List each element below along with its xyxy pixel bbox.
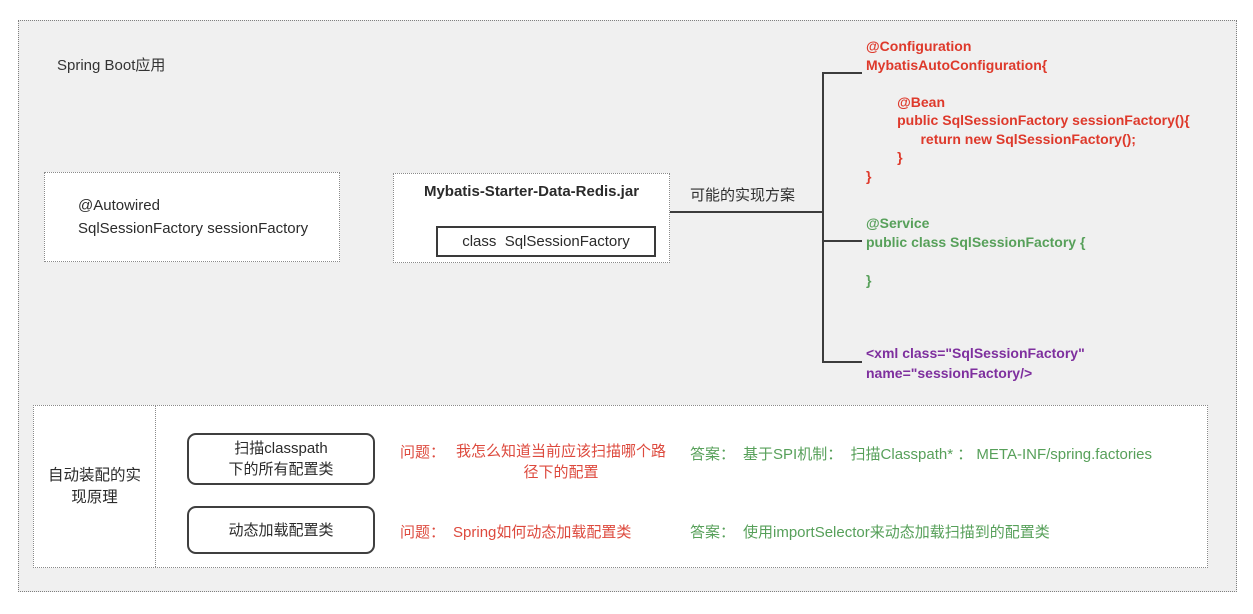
bracket-bottom-branch-line bbox=[824, 361, 862, 363]
question-label: 问题： bbox=[400, 524, 446, 541]
principle-title: 自动装配的实现原理 bbox=[47, 466, 141, 506]
answer-row-2: 答案： 使用importSelector来动态加载扫描到的配置类 bbox=[690, 521, 1050, 542]
jar-title: Mybatis-Starter-Data-Redis.jar bbox=[423, 183, 640, 200]
bracket-top-branch-line bbox=[824, 72, 862, 74]
sessionfactory-field-text: SqlSessionFactory sessionFactory bbox=[78, 220, 309, 237]
answer-label: 答案： bbox=[690, 446, 736, 463]
sqlsessionfactory-class-box: class SqlSessionFactory bbox=[436, 226, 656, 257]
xml-code-block: <xml class="SqlSessionFactory" name="ses… bbox=[866, 345, 1085, 381]
spring-boot-app-label: Spring Boot应用 bbox=[57, 57, 166, 74]
scan-classpath-box: 扫描classpath 下的所有配置类 bbox=[187, 433, 375, 485]
dynamic-load-box: 动态加载配置类 bbox=[187, 506, 375, 554]
question-row-1: 问题： 我怎么知道当前应该扫描哪个路径下的配置 bbox=[400, 441, 669, 483]
question-text: 我怎么知道当前应该扫描哪个路径下的配置 bbox=[456, 443, 667, 481]
mybatis-starter-jar-box: Mybatis-Starter-Data-Redis.jar class Sql… bbox=[393, 173, 670, 263]
autowired-annotation-text: @Autowired bbox=[78, 197, 160, 214]
connector-line bbox=[670, 211, 823, 213]
answer-text: 基于SPI机制： 扫描Classpath* ： META-INF/spring.… bbox=[743, 446, 1152, 463]
class-label: class SqlSessionFactory bbox=[462, 233, 630, 250]
bracket-middle-branch-line bbox=[824, 240, 862, 242]
possible-implementations-label: 可能的实现方案 bbox=[690, 187, 796, 204]
principle-title-cell: 自动装配的实现原理 bbox=[34, 406, 156, 567]
bracket-trunk-line bbox=[822, 72, 824, 363]
autowired-field-box: @Autowired SqlSessionFactory sessionFact… bbox=[44, 172, 340, 262]
answer-text: 使用importSelector来动态加载扫描到的配置类 bbox=[743, 524, 1050, 541]
service-code-block: @Service public class SqlSessionFactory … bbox=[866, 215, 1086, 288]
answer-row-1: 答案： 基于SPI机制： 扫描Classpath* ： META-INF/spr… bbox=[690, 443, 1152, 464]
question-label: 问题： bbox=[400, 444, 446, 461]
answer-label: 答案： bbox=[690, 524, 736, 541]
question-row-2: 问题： Spring如何动态加载配置类 bbox=[400, 521, 631, 542]
question-text: Spring如何动态加载配置类 bbox=[453, 524, 632, 541]
configuration-code-block: @Configuration MybatisAutoConfiguration{… bbox=[866, 38, 1190, 184]
